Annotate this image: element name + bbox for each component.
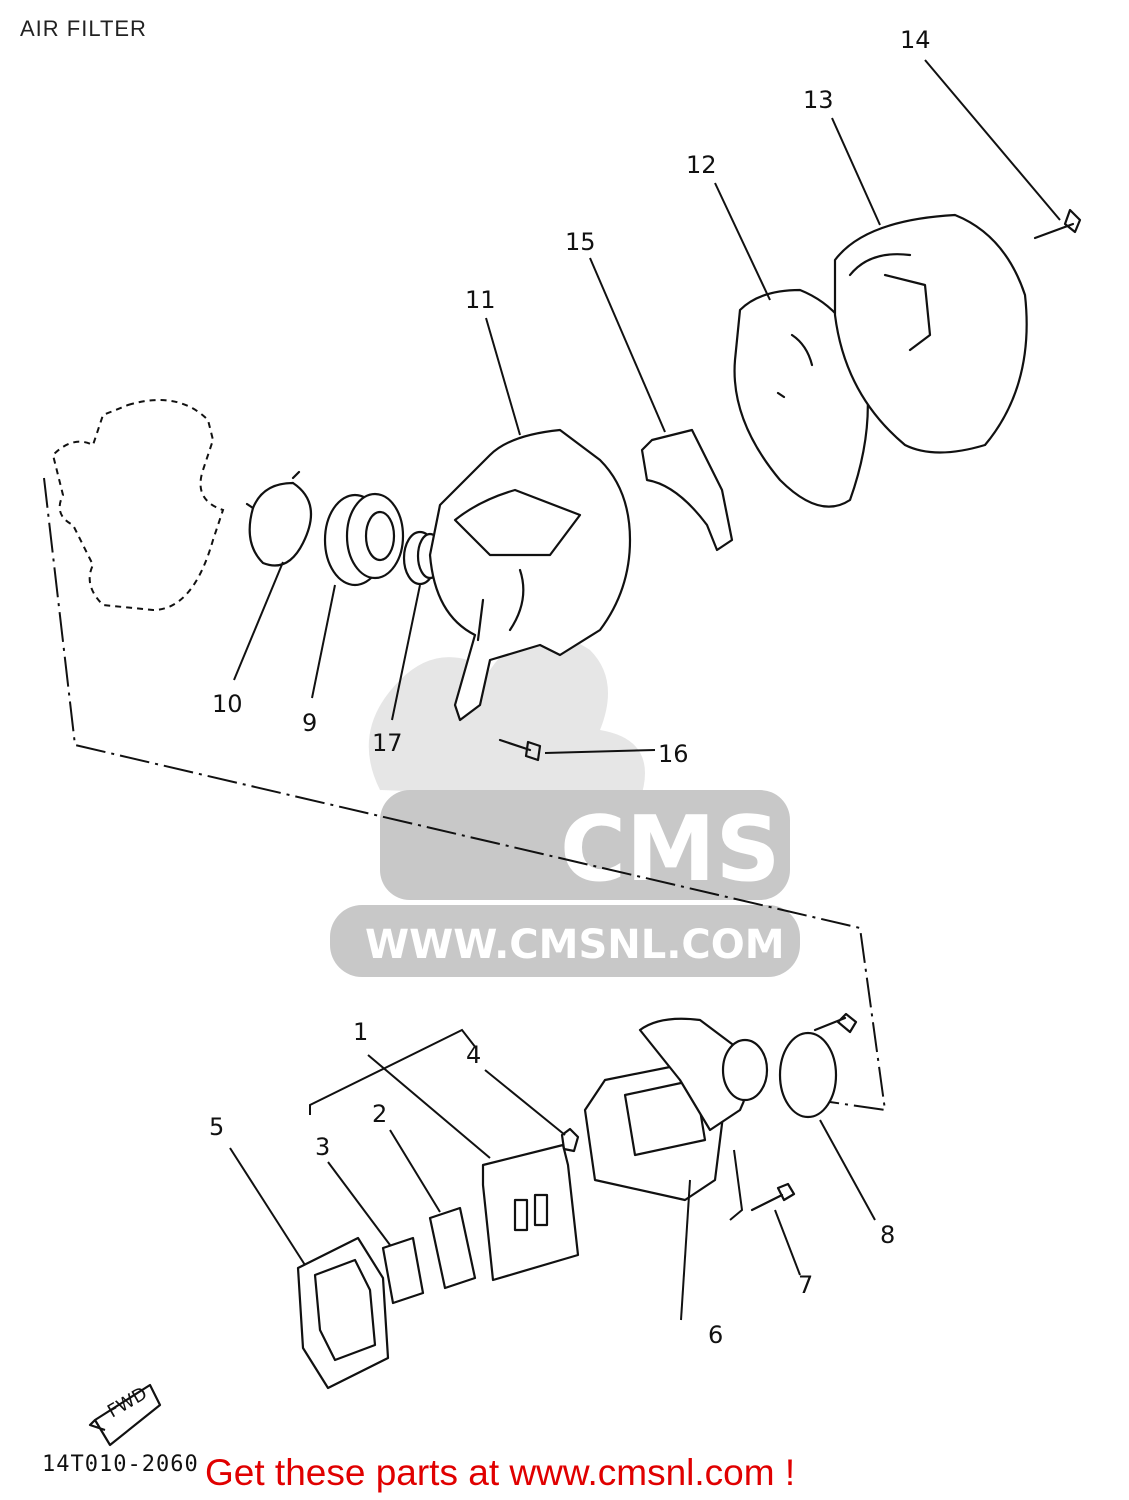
page-title: AIR FILTER [20, 16, 147, 41]
part-1-reed-valve [481, 1143, 580, 1282]
leader-lines [229, 59, 1061, 1321]
callout-11: 11 [465, 286, 496, 314]
callout-16: 16 [658, 740, 689, 768]
callout-2: 2 [372, 1100, 387, 1128]
part-3-reed [381, 1236, 425, 1305]
callout-4: 4 [466, 1041, 481, 1069]
part-13-cap [833, 213, 1028, 454]
callout-5: 5 [209, 1113, 224, 1141]
callout-1: 1 [353, 1018, 368, 1046]
fwd-arrow-icon: FWD [88, 1383, 162, 1447]
part-12-element [733, 288, 869, 508]
callout-15: 15 [565, 228, 596, 256]
part-16-bolt [498, 738, 542, 762]
part-11-case [428, 428, 632, 722]
callout-7: 7 [798, 1271, 813, 1299]
callout-12: 12 [686, 151, 717, 179]
carburetor-outline [51, 399, 225, 612]
callout-6: 6 [708, 1321, 723, 1349]
part-9-joint [323, 492, 405, 587]
part-8-clamp [778, 1012, 858, 1119]
footer-link[interactable]: Get these parts at www.cmsnl.com ! [205, 1452, 796, 1493]
watermark-url: WWW.CMSNL.COM [365, 922, 785, 968]
callout-17: 17 [372, 729, 403, 757]
cmsnl-watermark: CMS WWW.CMSNL.COM [330, 634, 800, 977]
part-4-screw [560, 1127, 580, 1153]
drawing-code: 14T010-2060 [42, 1452, 199, 1477]
part-5-gasket [296, 1236, 390, 1390]
part-7-bolt [750, 1182, 796, 1212]
part-2-stopper [428, 1206, 477, 1290]
watermark-logo: CMS [560, 797, 780, 902]
part-6-manifold [583, 1017, 769, 1202]
callout-14: 14 [900, 26, 931, 54]
callout-9: 9 [302, 709, 317, 737]
callout-10: 10 [212, 690, 243, 718]
assembly-lines [43, 477, 887, 1112]
part-10-clip [245, 470, 313, 567]
callout-8: 8 [880, 1221, 895, 1249]
callout-labels: 1 2 3 4 5 6 7 8 9 10 11 12 13 14 15 16 1… [209, 26, 931, 1349]
part-15-plate [640, 428, 734, 552]
part-14-screw [1033, 208, 1082, 240]
callout-13: 13 [803, 86, 834, 114]
callout-3: 3 [315, 1133, 330, 1161]
